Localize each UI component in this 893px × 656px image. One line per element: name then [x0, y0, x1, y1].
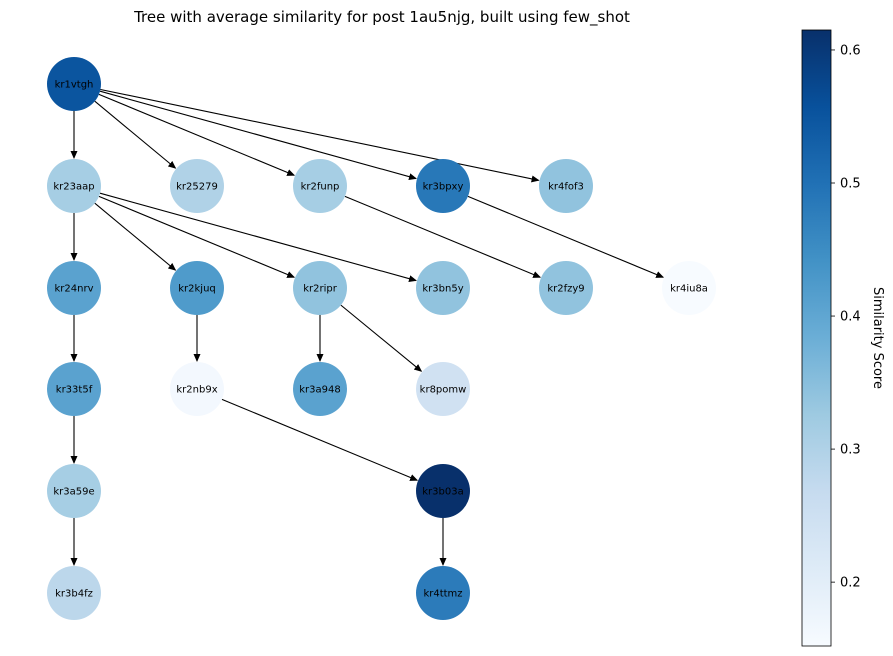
- edge-kr1vtgh-kr2funp: [98, 93, 296, 176]
- edge-kr23aap-kr3bn5y: [99, 192, 417, 283]
- node-label: kr2ripr: [303, 284, 338, 295]
- node-kr8pomw[interactable]: kr8pomw: [416, 362, 470, 416]
- node-kr2ripr[interactable]: kr2ripr: [293, 261, 347, 315]
- node-label: kr3a948: [299, 385, 340, 396]
- node-label: kr2kjuq: [178, 284, 216, 295]
- node-label: kr25279: [176, 182, 218, 193]
- edges-layer: [70, 88, 665, 566]
- node-kr1vtgh[interactable]: kr1vtgh: [47, 57, 101, 111]
- node-label: kr3bn5y: [422, 284, 463, 295]
- node-circle: [662, 261, 716, 315]
- colorbar-tick-label: 0.4: [840, 310, 861, 325]
- node-label: kr2funp: [301, 182, 340, 193]
- node-circle: [47, 159, 101, 213]
- edge-kr2funp-kr2fzy9: [344, 195, 542, 278]
- node-kr4ttmz[interactable]: kr4ttmz: [416, 566, 470, 620]
- edge-kr1vtgh-kr3bpxy: [99, 90, 417, 181]
- node-label: kr2nb9x: [176, 385, 217, 396]
- edge-kr2ripr-kr8pomw: [340, 304, 423, 372]
- node-circle: [170, 159, 224, 213]
- node-circle: [416, 464, 470, 518]
- node-kr23aap[interactable]: kr23aap: [47, 159, 101, 213]
- node-label: kr3a59e: [53, 487, 94, 498]
- node-kr24nrv[interactable]: kr24nrv: [47, 261, 101, 315]
- node-circle: [47, 261, 101, 315]
- node-kr3b4fz[interactable]: kr3b4fz: [47, 566, 101, 620]
- node-kr4iu8a[interactable]: kr4iu8a: [662, 261, 716, 315]
- edge-kr1vtgh-kr25279: [94, 100, 177, 169]
- figure-title: Tree with average similarity for post 1a…: [133, 8, 630, 27]
- node-label: kr4ttmz: [423, 589, 462, 600]
- node-label: kr24nrv: [55, 284, 94, 295]
- colorbar-tick-label: 0.6: [840, 43, 861, 58]
- edge-kr23aap-kr2ripr: [98, 195, 296, 278]
- node-circle: [293, 261, 347, 315]
- colorbar-label: Similarity Score: [870, 287, 885, 389]
- node-label: kr3b4fz: [55, 589, 93, 600]
- node-circle: [539, 159, 593, 213]
- node-label: kr3bpxy: [423, 182, 464, 193]
- node-circle: [170, 261, 224, 315]
- node-kr25279[interactable]: kr25279: [170, 159, 224, 213]
- node-label: kr2fzy9: [547, 284, 584, 295]
- node-kr3a59e[interactable]: kr3a59e: [47, 464, 101, 518]
- node-label: kr4iu8a: [670, 284, 708, 295]
- node-circle: [293, 362, 347, 416]
- node-kr2nb9x[interactable]: kr2nb9x: [170, 362, 224, 416]
- colorbar-tick-label: 0.5: [840, 177, 861, 192]
- node-circle: [416, 261, 470, 315]
- node-circle: [47, 464, 101, 518]
- colorbar: 0.2 0.3 0.4 0.5 0.6 Similarity Score: [801, 29, 885, 647]
- node-circle: [170, 362, 224, 416]
- node-label: kr8pomw: [420, 385, 467, 396]
- node-kr2kjuq[interactable]: kr2kjuq: [170, 261, 224, 315]
- node-kr3a948[interactable]: kr3a948: [293, 362, 347, 416]
- colorbar-ticks: 0.2 0.3 0.4 0.5 0.6: [831, 43, 861, 591]
- node-circle: [47, 57, 101, 111]
- node-kr3bpxy[interactable]: kr3bpxy: [416, 159, 470, 213]
- node-circle: [416, 566, 470, 620]
- node-kr2funp[interactable]: kr2funp: [293, 159, 347, 213]
- edge-kr1vtgh-kr4fof3: [100, 88, 540, 183]
- node-circle: [47, 362, 101, 416]
- node-kr3bn5y[interactable]: kr3bn5y: [416, 261, 470, 315]
- edge-kr2nb9x-kr3b03a: [221, 398, 419, 481]
- colorbar-tick-label: 0.3: [840, 443, 861, 458]
- node-circle: [416, 362, 470, 416]
- node-kr2fzy9[interactable]: kr2fzy9: [539, 261, 593, 315]
- node-kr33t5f[interactable]: kr33t5f: [47, 362, 101, 416]
- node-label: kr1vtgh: [55, 80, 94, 91]
- edge-kr23aap-kr2kjuq: [94, 202, 177, 271]
- node-kr3b03a[interactable]: kr3b03a: [416, 464, 470, 518]
- node-kr4fof3[interactable]: kr4fof3: [539, 159, 593, 213]
- node-circle: [293, 159, 347, 213]
- node-circle: [416, 159, 470, 213]
- edge-kr3bpxy-kr4iu8a: [467, 195, 665, 278]
- node-label: kr4fof3: [548, 182, 584, 193]
- node-label: kr23aap: [53, 182, 94, 193]
- nodes-layer: kr1vtgh kr23aap kr25279 kr2funp kr3bpxy kr4fo…: [47, 57, 716, 620]
- node-label: kr33t5f: [56, 385, 93, 396]
- node-circle: [47, 566, 101, 620]
- colorbar-tick-label: 0.2: [840, 576, 861, 591]
- node-circle: [539, 261, 593, 315]
- colorbar-gradient: [801, 29, 832, 647]
- node-label: kr3b03a: [422, 487, 463, 498]
